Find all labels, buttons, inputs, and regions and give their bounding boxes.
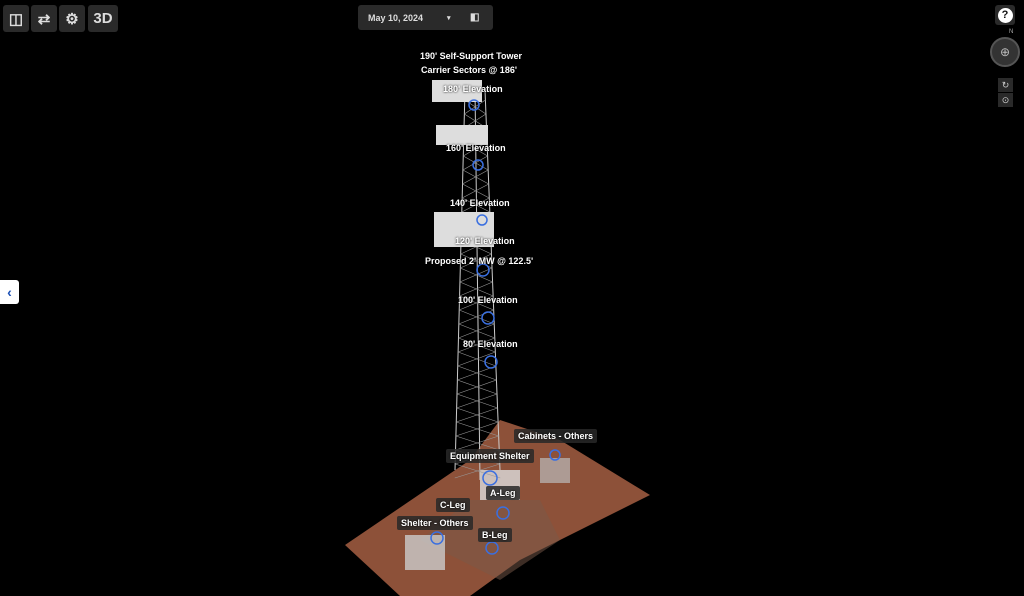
lattice-brace xyxy=(462,169,489,185)
label-100[interactable]: 100' Elevation xyxy=(458,295,518,305)
lattice-brace xyxy=(454,463,500,479)
navigation-compass[interactable]: ⊕ xyxy=(990,37,1020,67)
antenna-array xyxy=(434,212,494,247)
label-proposed[interactable]: Proposed 2' MW @ 122.5' xyxy=(425,256,534,266)
marker xyxy=(485,541,499,555)
lattice-brace xyxy=(457,337,495,353)
lattice-brace xyxy=(456,407,498,423)
label-shelter-others[interactable]: Shelter - Others xyxy=(397,516,473,530)
lattice-brace xyxy=(456,379,497,395)
marker xyxy=(430,531,444,545)
label-tower[interactable]: 190' Self-Support Tower xyxy=(420,51,522,61)
lattice-brace xyxy=(456,393,498,409)
crosshair-icon: ⊕ xyxy=(999,45,1011,59)
antenna-array xyxy=(432,80,482,102)
focus-icon: ⊙ xyxy=(1001,94,1010,105)
lattice-brace xyxy=(455,435,499,451)
label-120[interactable]: 120' Elevation xyxy=(455,236,515,246)
label-160[interactable]: 160' Elevation xyxy=(446,143,506,153)
label-180[interactable]: 180' Elevation xyxy=(443,84,503,94)
compare-icon[interactable]: ◧ xyxy=(470,12,480,23)
marker xyxy=(468,99,480,111)
collapse-panel-button[interactable]: ‹ xyxy=(0,280,19,304)
chevron-left-icon: ‹ xyxy=(7,284,12,300)
shelter-others-structure xyxy=(405,535,445,570)
marker xyxy=(481,311,495,325)
marker xyxy=(549,449,561,461)
marker xyxy=(472,159,484,171)
label-140[interactable]: 140' Elevation xyxy=(450,198,510,208)
lattice-brace xyxy=(457,351,496,367)
north-indicator: N xyxy=(1009,29,1014,35)
lattice-brace xyxy=(458,323,495,339)
marker xyxy=(482,470,498,486)
tower-leg xyxy=(484,89,501,471)
3d-mode-button[interactable]: 3D xyxy=(88,5,118,32)
label-a-leg[interactable]: A-Leg xyxy=(486,486,520,500)
label-carrier[interactable]: Carrier Sectors @ 186' xyxy=(421,65,517,75)
lattice-brace xyxy=(464,99,486,115)
focus-button[interactable]: ⊙ xyxy=(998,93,1013,107)
gear-icon: ⚙ xyxy=(65,10,79,28)
lattice-brace xyxy=(461,197,490,213)
lattice-brace xyxy=(459,295,494,311)
label-cabinets[interactable]: Cabinets - Others xyxy=(514,429,598,443)
help-icon: ? xyxy=(997,7,1013,23)
label-80[interactable]: 80' Elevation xyxy=(463,339,518,349)
marker xyxy=(484,355,498,369)
lattice-brace xyxy=(460,253,492,269)
split-panel-icon: ◫ xyxy=(8,10,24,28)
rotate-icon: ↻ xyxy=(1001,79,1010,90)
marker xyxy=(496,506,510,520)
marker xyxy=(476,263,490,277)
lattice-brace xyxy=(459,267,493,283)
date-value: May 10, 2024 xyxy=(368,12,424,23)
cabinets-structure xyxy=(540,458,570,483)
tower-leg xyxy=(474,89,481,481)
lattice-brace xyxy=(462,183,489,199)
settings-button[interactable]: ⚙ xyxy=(59,5,85,32)
label-b-leg[interactable]: B-Leg xyxy=(478,528,512,542)
date-picker[interactable]: May 10, 2024 ▾ ◧ xyxy=(358,5,493,30)
tower-leg xyxy=(454,89,466,471)
reset-rotation-button[interactable]: ↻ xyxy=(998,78,1013,92)
help-button[interactable]: ? xyxy=(995,5,1015,25)
label-equipment-shelter[interactable]: Equipment Shelter xyxy=(446,449,534,463)
layout-toggle-button[interactable]: ◫ xyxy=(3,5,29,32)
marker xyxy=(476,214,488,226)
label-c-leg[interactable]: C-Leg xyxy=(436,498,470,512)
lattice-brace xyxy=(455,421,499,437)
lattice-brace xyxy=(459,281,493,297)
antenna-array xyxy=(436,125,488,145)
chevron-down-icon[interactable]: ▾ xyxy=(447,14,451,22)
swap-button[interactable]: ⇄ xyxy=(31,5,57,32)
lattice-brace xyxy=(462,155,488,171)
swap-icon: ⇄ xyxy=(37,10,51,28)
